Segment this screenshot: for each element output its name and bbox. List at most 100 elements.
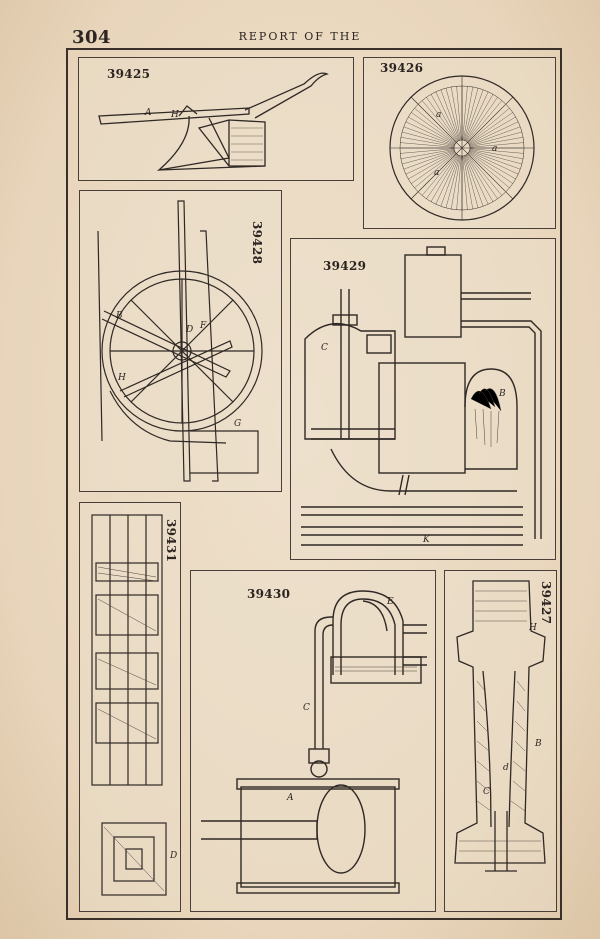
disc-ray xyxy=(469,148,524,154)
disc-ray xyxy=(469,149,524,159)
disc-ray xyxy=(421,153,458,196)
disc-ray xyxy=(445,88,461,141)
figure-label: K xyxy=(423,535,430,545)
disc-ray xyxy=(468,112,513,144)
disc-ray xyxy=(465,155,489,205)
disc-ray xyxy=(469,150,521,170)
disc-ray xyxy=(469,149,522,165)
disc-ray xyxy=(465,91,489,141)
figure-label: a xyxy=(492,144,498,154)
figure-number: 39430 xyxy=(247,587,291,601)
disc-ray xyxy=(456,155,462,210)
disc-ray xyxy=(469,137,524,147)
disc-ray xyxy=(456,86,462,141)
disc-ray xyxy=(400,142,455,148)
disc-ray xyxy=(430,94,459,142)
disc-ray xyxy=(464,89,484,141)
disc-ray xyxy=(462,86,468,141)
figure-label: G xyxy=(234,419,242,429)
figure-label: H xyxy=(118,373,126,383)
disc-ray xyxy=(426,97,458,142)
figure-label: A xyxy=(145,108,152,118)
figure-label: B xyxy=(116,311,123,321)
disc-ray xyxy=(435,155,459,205)
figure-label: C xyxy=(321,343,328,353)
panel-39428: 39428 B H D F G xyxy=(79,190,282,492)
disc-ray xyxy=(445,155,461,208)
figure-number: 39426 xyxy=(380,61,424,75)
disc-ray xyxy=(408,151,456,180)
disc-ray xyxy=(451,155,461,210)
figure-frame xyxy=(66,48,562,920)
pump-siphon-drawing xyxy=(201,590,427,894)
figure-label: a xyxy=(434,168,440,178)
disc-ray xyxy=(405,121,455,145)
disc-ray xyxy=(426,154,458,199)
disc-ray xyxy=(435,91,459,141)
disc-ray xyxy=(400,148,455,154)
disc-ray xyxy=(440,155,460,207)
page-number: 304 xyxy=(72,27,112,48)
panel-39425: 39425 A H xyxy=(78,57,354,181)
disc-ray xyxy=(466,154,498,199)
figure-label: F xyxy=(200,321,207,331)
disc-ray xyxy=(463,86,473,141)
disc-ray xyxy=(440,89,460,141)
figure-label: H xyxy=(171,110,179,120)
figure-label: B xyxy=(499,389,506,399)
panel-39431: 39431 D xyxy=(79,502,181,912)
disc-ray xyxy=(451,86,461,141)
disc-ray xyxy=(466,97,498,142)
figure-number: 39425 xyxy=(107,67,151,81)
disc-ray xyxy=(469,142,524,148)
panel-39429: 39429 C B K xyxy=(290,238,556,560)
figure-label: E xyxy=(387,597,394,607)
disc-ray xyxy=(414,107,457,144)
figure-label: C xyxy=(483,787,490,797)
panel-39430: 39430 E C A xyxy=(190,570,436,912)
figure-label: d xyxy=(503,763,509,773)
stacked-blocks-drawing xyxy=(91,514,167,896)
disc-ray xyxy=(402,149,455,165)
fluted-disc-drawing xyxy=(389,75,535,221)
disc-ray xyxy=(466,100,503,143)
disc-ray xyxy=(464,155,484,207)
disc-ray xyxy=(400,137,455,147)
wheeled-implement-drawing xyxy=(97,200,263,482)
disc-ray xyxy=(465,94,494,142)
disc-ray xyxy=(414,152,457,189)
disc-ray xyxy=(469,151,519,175)
disc-ray xyxy=(405,151,455,175)
panel-39427: 39427 H B C d xyxy=(444,570,557,912)
figure-label: a xyxy=(436,110,442,120)
disc-ray xyxy=(465,154,494,202)
disc-ray xyxy=(462,155,468,210)
disc-ray xyxy=(411,112,456,144)
disc-ray xyxy=(463,155,479,208)
figure-number: 39429 xyxy=(323,259,367,273)
plough-drawing xyxy=(98,72,329,172)
boiler-apparatus-drawing xyxy=(301,246,542,546)
disc-ray xyxy=(469,131,522,147)
figure-label: B xyxy=(535,739,542,749)
disc-ray xyxy=(469,121,519,145)
sectional-casting-drawing xyxy=(454,580,546,872)
panel-39426: 39426 a a a xyxy=(363,57,556,229)
disc-ray xyxy=(467,152,510,189)
disc-ray xyxy=(421,100,458,143)
running-title: REPORT OF THE xyxy=(238,30,362,43)
disc-ray xyxy=(402,131,455,147)
disc-ray xyxy=(408,116,456,145)
disc-ray xyxy=(463,155,473,210)
disc-ray xyxy=(463,88,479,141)
disc-ray xyxy=(403,126,455,146)
figure-label: D xyxy=(186,325,194,335)
disc-ray xyxy=(430,154,459,202)
figure-label: D xyxy=(170,851,178,861)
disc-ray xyxy=(403,150,455,170)
disc-ray xyxy=(468,116,516,145)
disc-ray xyxy=(466,153,503,196)
disc-ray xyxy=(468,152,513,184)
disc-ray xyxy=(468,151,516,180)
figure-label: A xyxy=(287,793,294,803)
